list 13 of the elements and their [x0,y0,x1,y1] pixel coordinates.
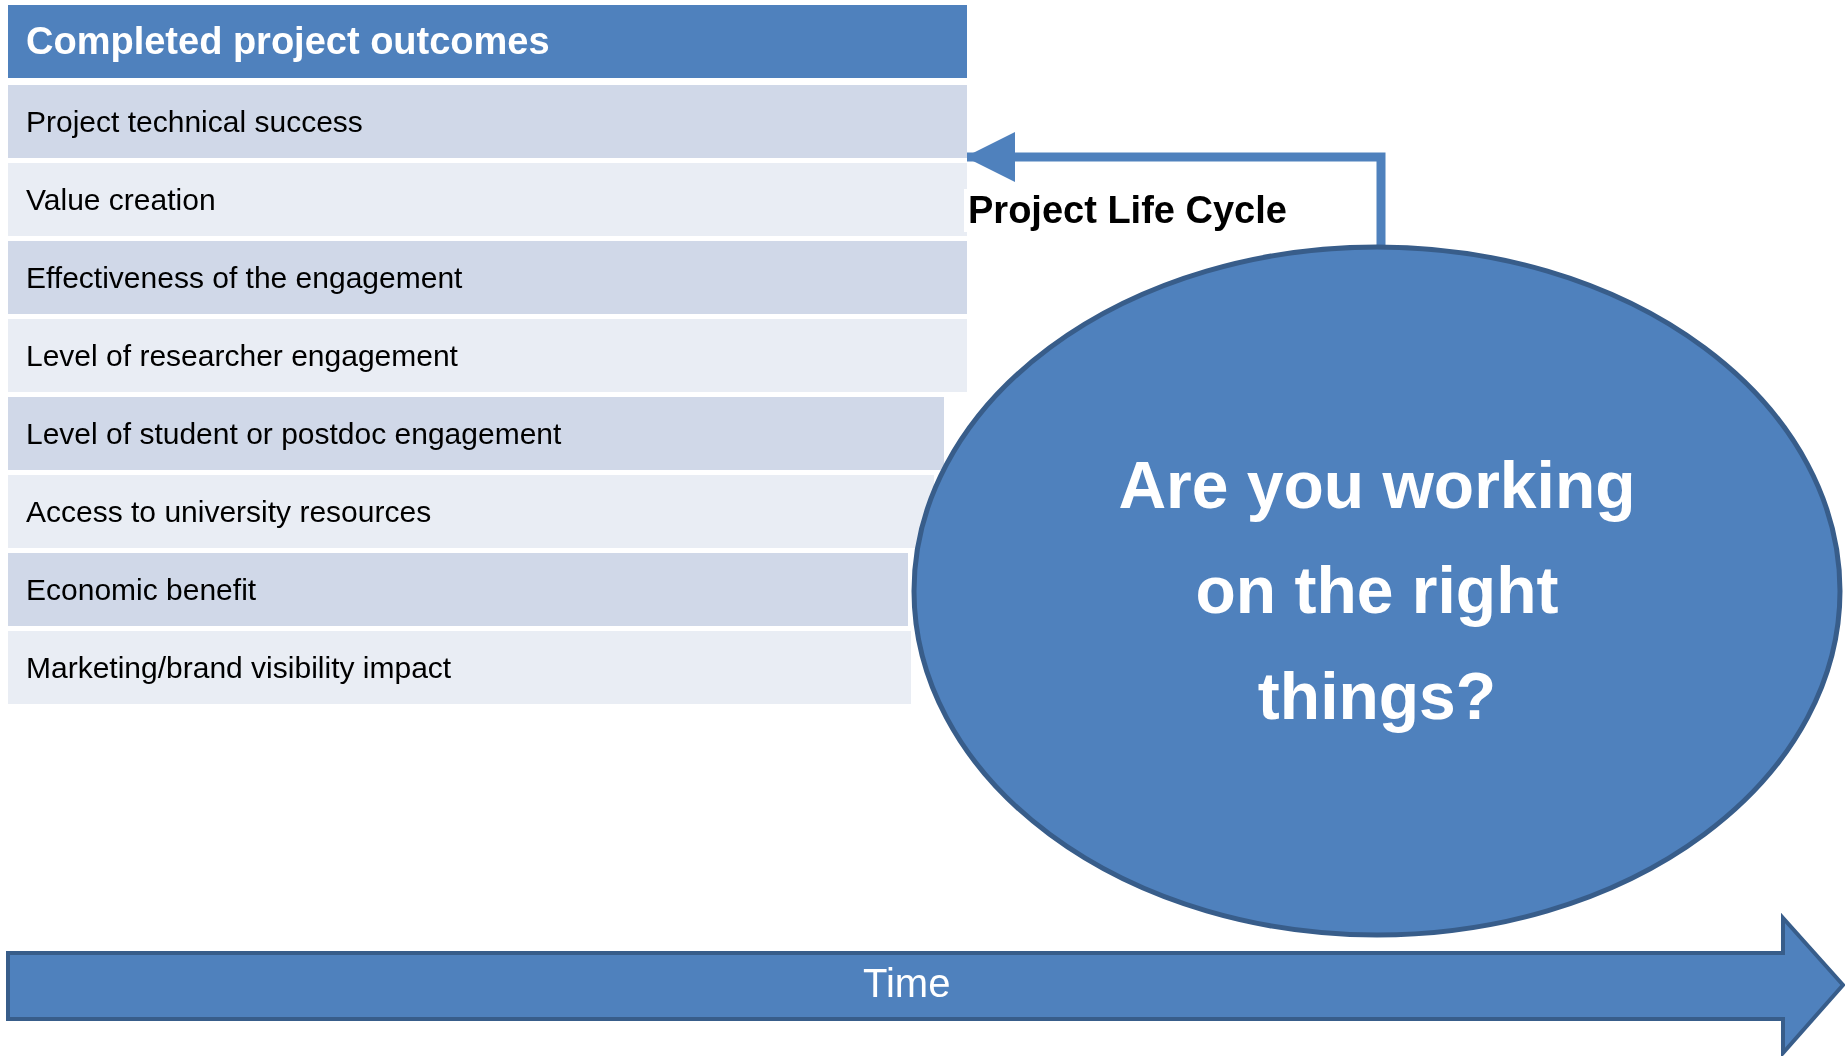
table-header: Completed project outcomes [8,5,967,78]
outcome-row: Value creation [8,163,967,236]
axis-label: Time [863,961,951,1006]
outcome-row: Level of student or postdoc engagement [8,397,944,470]
question-ellipse [911,244,1843,938]
outcome-row: Level of researcher engagement [8,319,967,392]
question-text: Are you working on the right things? [1117,446,1637,735]
outcome-row: Effectiveness of the engagement [8,241,967,314]
outcome-row: Marketing/brand visibility impact [8,631,911,704]
arrow [965,132,1386,246]
outcome-row: Access to university resources [8,475,934,548]
outcome-row: Economic benefit [8,553,908,626]
outcome-row: Project technical success [8,85,967,158]
